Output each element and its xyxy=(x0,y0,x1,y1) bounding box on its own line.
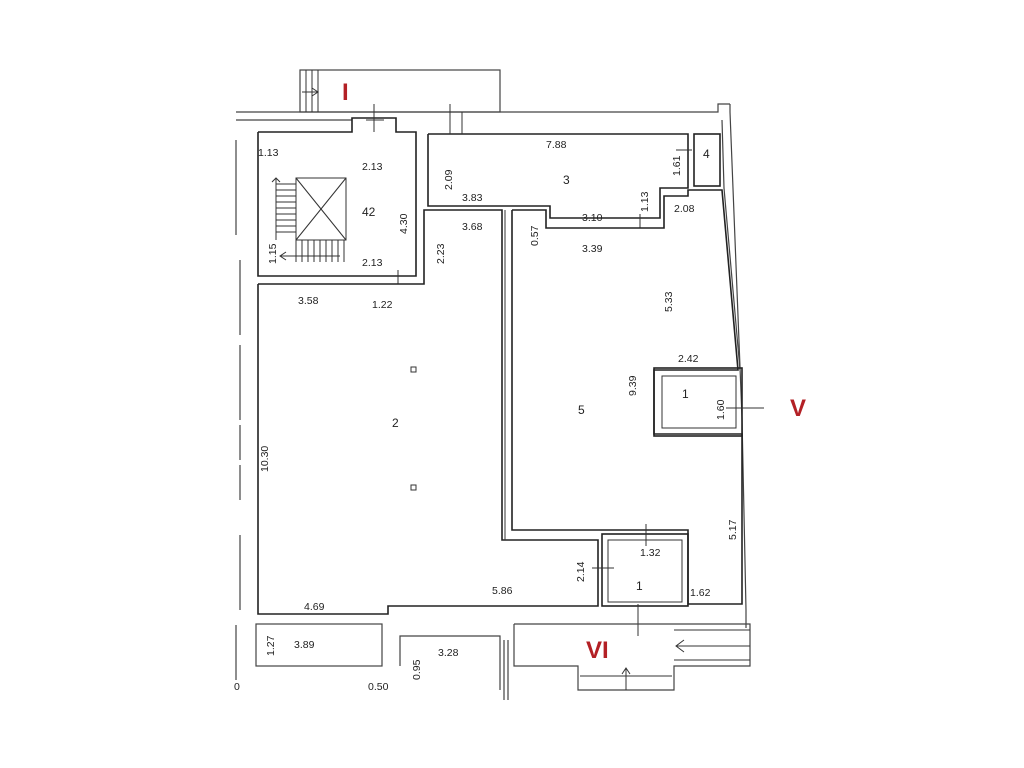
dimension-label: 1.27 xyxy=(265,635,277,656)
dimension-label: 1.13 xyxy=(639,191,651,212)
room-3 xyxy=(427,104,692,228)
dimension-label: 10.30 xyxy=(259,446,271,472)
room-number-5: 5 xyxy=(578,403,585,417)
dimension-label: 1.60 xyxy=(715,399,727,420)
dimension-label: 1.61 xyxy=(671,155,683,176)
room-number-42: 42 xyxy=(362,205,376,219)
room-5 xyxy=(504,189,743,605)
dimension-label: 1.13 xyxy=(258,147,279,159)
dimension-label: 1.15 xyxy=(267,243,279,264)
dimension-label: 3.39 xyxy=(582,243,603,255)
dimension-label: 1.22 xyxy=(372,299,393,311)
outer-walls xyxy=(235,103,747,680)
room-1-right xyxy=(653,367,764,437)
dimension-label: 2.08 xyxy=(674,203,695,215)
room-number-1-right: 1 xyxy=(682,387,689,401)
dimension-label: 4.69 xyxy=(304,601,325,613)
dimension-label: 0.95 xyxy=(411,659,423,680)
stair-treads xyxy=(271,177,345,262)
dimension-label: 2.09 xyxy=(443,169,455,190)
marker-i: I xyxy=(342,79,349,106)
dimension-label: 5.86 xyxy=(492,585,513,597)
marker-vi: VI xyxy=(586,637,609,664)
dimension-label: 0.50 xyxy=(368,681,389,693)
dimension-label: 2.42 xyxy=(678,353,699,365)
dimension-label: 2.23 xyxy=(435,243,447,264)
dimension-label: 5.17 xyxy=(727,519,739,540)
dimension-label: 1.62 xyxy=(690,587,711,599)
dimension-label: 3.83 xyxy=(462,192,483,204)
bottom-rooms xyxy=(255,623,509,700)
dimension-label: 2.13 xyxy=(362,161,383,173)
dimension-labels: 1.13 2.13 4.30 2.13 1.15 2.09 7.88 3.83 … xyxy=(234,139,739,693)
entrance-i-block xyxy=(299,69,501,113)
room-number-4: 4 xyxy=(703,147,710,161)
dimension-label: 2.14 xyxy=(575,561,587,582)
room-42-stairs xyxy=(257,104,417,284)
marker-v: V xyxy=(790,395,806,422)
dimension-label: 3.28 xyxy=(438,647,459,659)
room-2 xyxy=(257,209,599,615)
dimension-label: 9.39 xyxy=(627,375,639,396)
dimension-label: 3.10 xyxy=(582,212,603,224)
dimension-label: 0.57 xyxy=(529,225,541,246)
room-number-2: 2 xyxy=(392,416,399,430)
dimension-label: 3.89 xyxy=(294,639,315,651)
entrance-vi-block xyxy=(513,623,751,691)
room-number-3: 3 xyxy=(563,173,570,187)
dimension-label: 5.33 xyxy=(663,291,675,312)
dimension-label: 2.13 xyxy=(362,257,383,269)
dimension-label: 3.68 xyxy=(462,221,483,233)
dimension-label: 1.32 xyxy=(640,547,661,559)
dimension-label: 7.88 xyxy=(546,139,567,151)
dimension-label: 0 xyxy=(234,681,240,693)
dimension-label: 4.30 xyxy=(398,213,410,234)
room-number-1-bottom: 1 xyxy=(636,579,643,593)
room-4 xyxy=(693,133,721,187)
room-1-bottom xyxy=(592,524,689,636)
dimension-label: 3.58 xyxy=(298,295,319,307)
